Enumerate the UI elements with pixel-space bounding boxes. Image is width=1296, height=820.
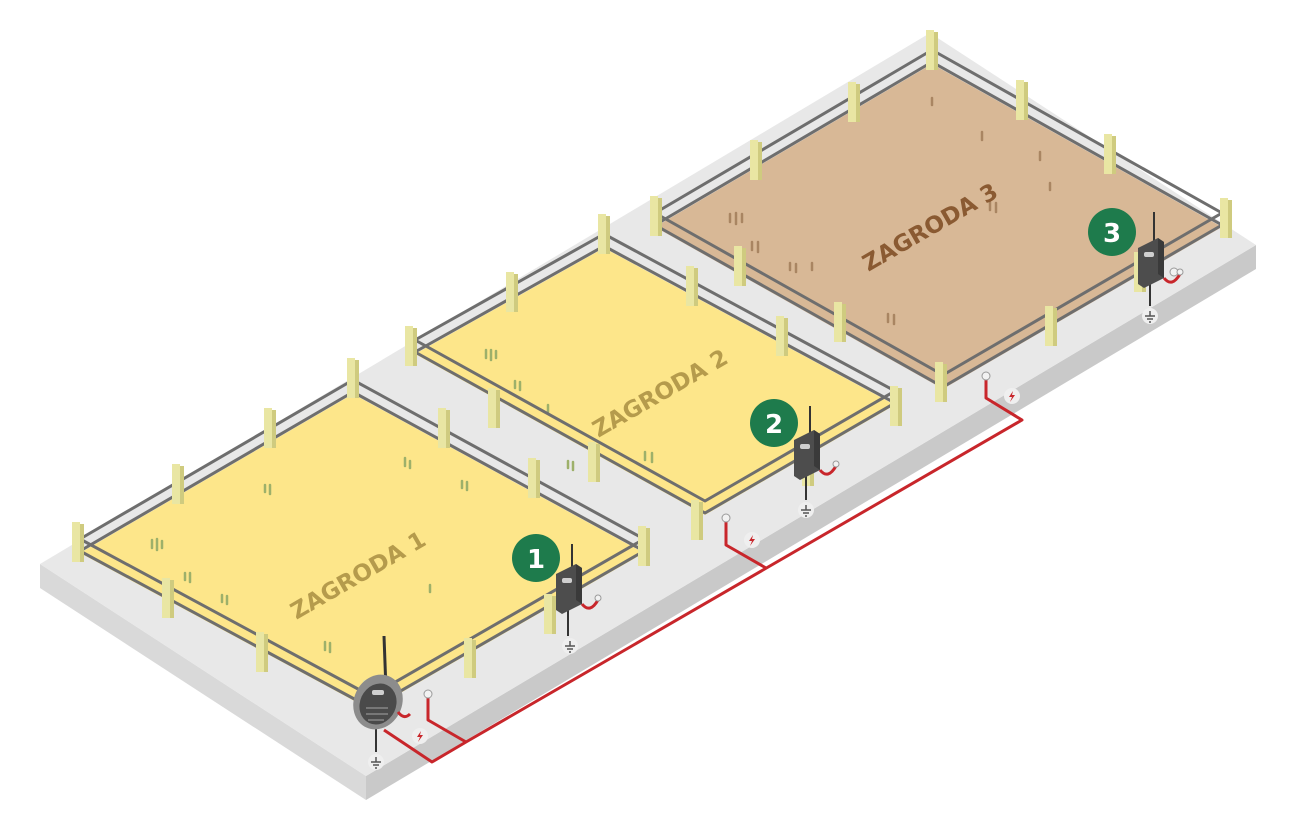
platform-front-side	[40, 564, 366, 800]
fence-post	[650, 196, 662, 236]
fence-post	[1016, 80, 1028, 120]
fence-post	[264, 408, 276, 448]
fence-post	[734, 246, 746, 286]
fence-posts	[72, 30, 1232, 720]
badge-3: 3	[1088, 208, 1136, 256]
wireless-receiver-icon	[1138, 212, 1184, 306]
lightning-bolt-icon	[1004, 388, 1020, 404]
badge-3-number: 3	[1103, 219, 1121, 249]
fence-post	[405, 326, 417, 366]
fence-post	[848, 82, 860, 122]
ground-icon	[1142, 308, 1158, 324]
cable-main	[383, 378, 1024, 764]
platform-right-side	[366, 245, 1256, 800]
fence-post	[598, 214, 610, 254]
fence-post	[1045, 306, 1057, 346]
fence-post	[544, 594, 556, 634]
fence-post	[1104, 134, 1116, 174]
ground-icon	[798, 502, 814, 518]
connection-markers	[412, 267, 1179, 744]
dry-grass-tufts	[728, 96, 1052, 326]
ground-icon	[368, 754, 384, 770]
lightning-bolt-icon	[744, 532, 760, 548]
cable-pen-2	[724, 520, 767, 570]
badge-1-number: 1	[527, 545, 545, 575]
fence-post	[528, 458, 540, 498]
fence-post	[162, 578, 174, 618]
fence-post	[1220, 198, 1232, 238]
wireless-receiver-icon	[556, 544, 602, 636]
fence-post	[506, 272, 518, 312]
fence-post	[72, 522, 84, 562]
fence-post	[438, 408, 450, 448]
cables	[383, 378, 1024, 764]
ground-symbols	[368, 308, 1158, 770]
fence-post	[464, 638, 476, 678]
ground-icon	[562, 638, 578, 654]
cable-clamp-icon	[721, 513, 731, 523]
badge-2-number: 2	[765, 410, 783, 440]
fence-post	[488, 388, 500, 428]
fence-post	[172, 464, 184, 504]
cable-clamp-icon	[423, 689, 433, 699]
cable-pen-1	[426, 696, 467, 744]
grass-tufts	[150, 348, 654, 654]
fence-post	[935, 362, 947, 402]
lightning-bolt-icon	[412, 728, 428, 744]
fence-post	[691, 500, 703, 540]
fence-post	[686, 266, 698, 306]
fence-post	[347, 358, 359, 398]
cable-clamp-icon	[981, 371, 991, 381]
badges: 1 2 3	[512, 208, 1136, 582]
fence-post	[776, 316, 788, 356]
fence-post	[834, 302, 846, 342]
badge-2: 2	[750, 399, 798, 447]
fence-post	[890, 386, 902, 426]
wireless-receiver-icon	[794, 406, 840, 500]
receivers	[556, 212, 1184, 636]
fence-post	[750, 140, 762, 180]
badge-1: 1	[512, 534, 560, 582]
fence-post	[926, 30, 938, 70]
fence-post	[638, 526, 650, 566]
fence-post	[588, 442, 600, 482]
fence-energizer-icon	[353, 635, 412, 752]
field-pen-2	[415, 248, 895, 515]
fence-post	[256, 632, 268, 672]
